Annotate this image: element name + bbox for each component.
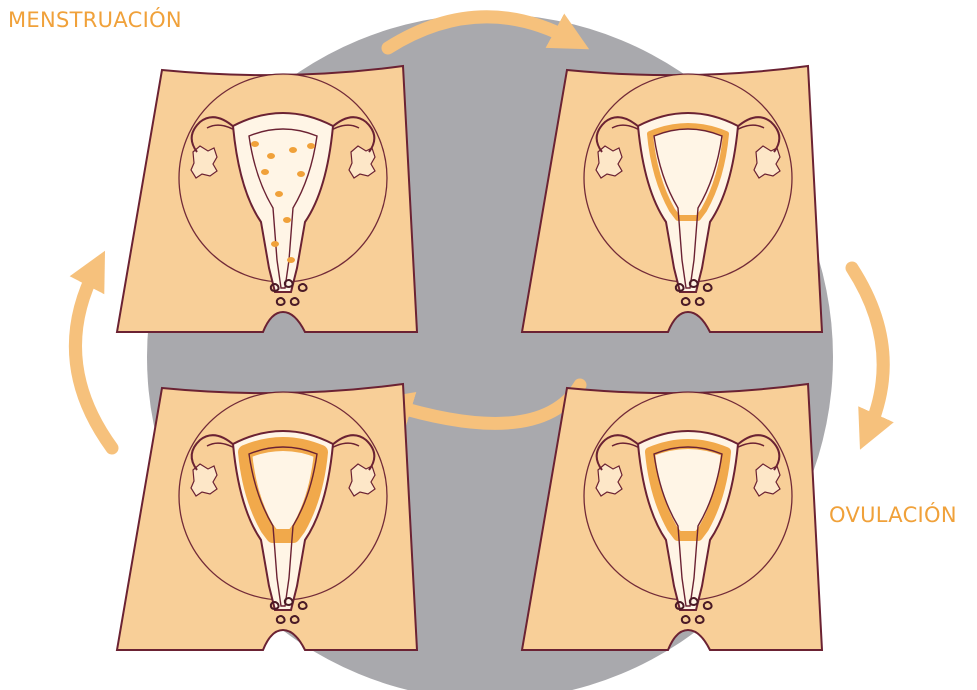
panel-ovulation: [522, 384, 822, 650]
flow-spot: [283, 217, 291, 223]
right-ovary-icon: [349, 464, 375, 496]
left-ovary-icon: [191, 464, 217, 496]
flow-spot: [289, 147, 297, 153]
left-ovary-icon: [596, 464, 622, 496]
flow-spot: [251, 141, 259, 147]
panel-luteal: [117, 384, 417, 650]
flow-spot: [275, 191, 283, 197]
left-ovary-icon: [191, 146, 217, 178]
ovulation-label: OVULACIÓN: [829, 503, 957, 527]
panel-follicular: [522, 66, 822, 332]
right-ovary-icon: [754, 146, 780, 178]
menstruation-label: MENSTRUACIÓN: [8, 8, 182, 32]
arrow-right: [852, 268, 883, 432]
flow-spot: [297, 171, 305, 177]
right-ovary-icon: [349, 146, 375, 178]
left-ovary-icon: [596, 146, 622, 178]
flow-spot: [287, 257, 295, 263]
flow-spot: [271, 241, 279, 247]
panel-menstruation: [117, 66, 417, 332]
flow-spot: [307, 143, 315, 149]
right-ovary-icon: [754, 464, 780, 496]
arrow-left: [75, 268, 112, 448]
flow-spot: [267, 153, 275, 159]
flow-spot: [261, 169, 269, 175]
